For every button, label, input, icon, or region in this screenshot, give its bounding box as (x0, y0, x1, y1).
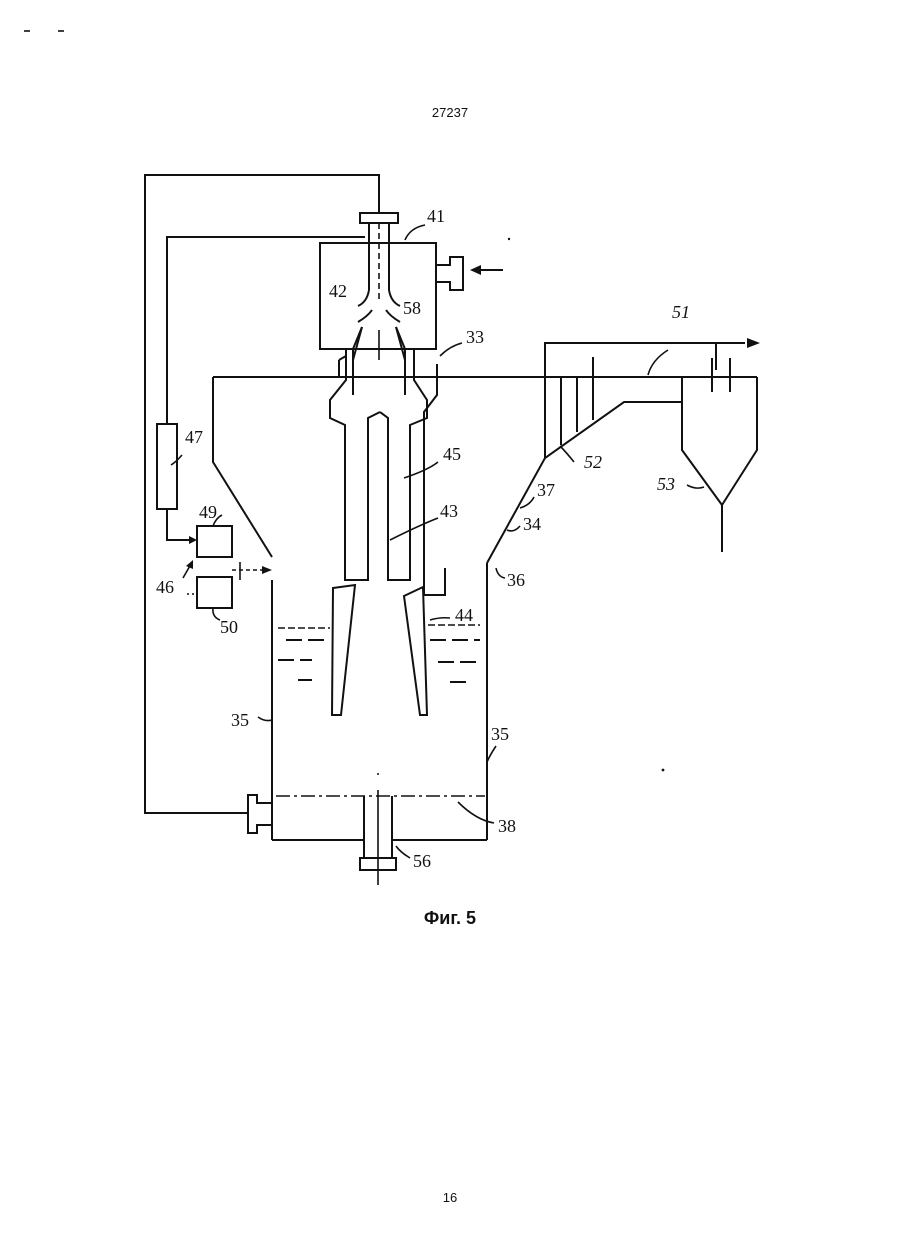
inlet-nozzle (436, 257, 463, 290)
leader-50 (213, 608, 220, 620)
separator-53-side (682, 402, 722, 505)
label-49: 49 (199, 502, 217, 522)
leader-34 (507, 526, 520, 531)
nozzle-curve (358, 310, 372, 322)
label-52: 52 (584, 452, 602, 472)
leader-41 (405, 225, 425, 240)
label-56: 56 (413, 851, 431, 871)
label-44: 44 (455, 605, 473, 625)
leader-52 (560, 446, 574, 462)
reactor-tube-left (330, 349, 380, 580)
label-37: 37 (537, 480, 555, 500)
nozzle-42 (358, 290, 369, 306)
entry-tube (339, 356, 346, 360)
label-38: 38 (498, 816, 516, 836)
sensor-47 (157, 424, 177, 509)
scan-dot (662, 769, 665, 772)
label-43: 43 (440, 501, 458, 521)
label-51: 51 (672, 302, 690, 322)
top-flange (360, 213, 398, 223)
separator-53 (722, 377, 757, 552)
arrow-icon (470, 265, 481, 275)
page-number: 16 (0, 1190, 900, 1205)
leader-44 (430, 618, 450, 620)
leader-43 (390, 518, 438, 540)
label-45: 45 (443, 444, 461, 464)
label-46: 46 (156, 577, 174, 597)
leader-36 (496, 568, 505, 578)
leader-51 (648, 350, 668, 375)
label-50: 50 (220, 617, 238, 637)
label-53: 53 (657, 474, 675, 494)
label-33: 33 (466, 327, 484, 347)
label-34: 34 (523, 514, 541, 534)
recycle-line (145, 175, 379, 813)
leader-53 (687, 485, 704, 488)
nozzle-curve (386, 310, 400, 322)
leader-38 (458, 802, 494, 823)
block-49 (197, 526, 232, 557)
nozzle-58 (389, 290, 400, 306)
label-47: 47 (185, 427, 203, 447)
arrow-icon (189, 536, 197, 544)
scan-dot (508, 238, 510, 240)
label-58: 58 (403, 298, 421, 318)
arrow-icon (747, 338, 760, 348)
sensor-line (167, 509, 195, 540)
arrow-icon (262, 566, 272, 574)
reactor-tube-right (380, 349, 427, 580)
bottom-left-nozzle (248, 795, 272, 833)
leader-35-left (258, 717, 272, 721)
label-41: 41 (427, 206, 445, 226)
scan-dot (377, 773, 379, 775)
figure-caption: Фиг. 5 (0, 908, 900, 929)
left-cone-wall (213, 377, 272, 557)
label-35-right: 35 (491, 724, 509, 744)
control-line (167, 237, 365, 424)
label-36: 36 (507, 570, 525, 590)
leader-33 (440, 343, 462, 356)
deflector-right-44 (404, 587, 427, 715)
block-50 (197, 577, 232, 608)
leader-35-right (487, 746, 496, 762)
deflector-left-44 (332, 585, 355, 715)
label-42: 42 (329, 281, 347, 301)
leader-56 (396, 846, 410, 858)
label-35-left: 35 (231, 710, 249, 730)
